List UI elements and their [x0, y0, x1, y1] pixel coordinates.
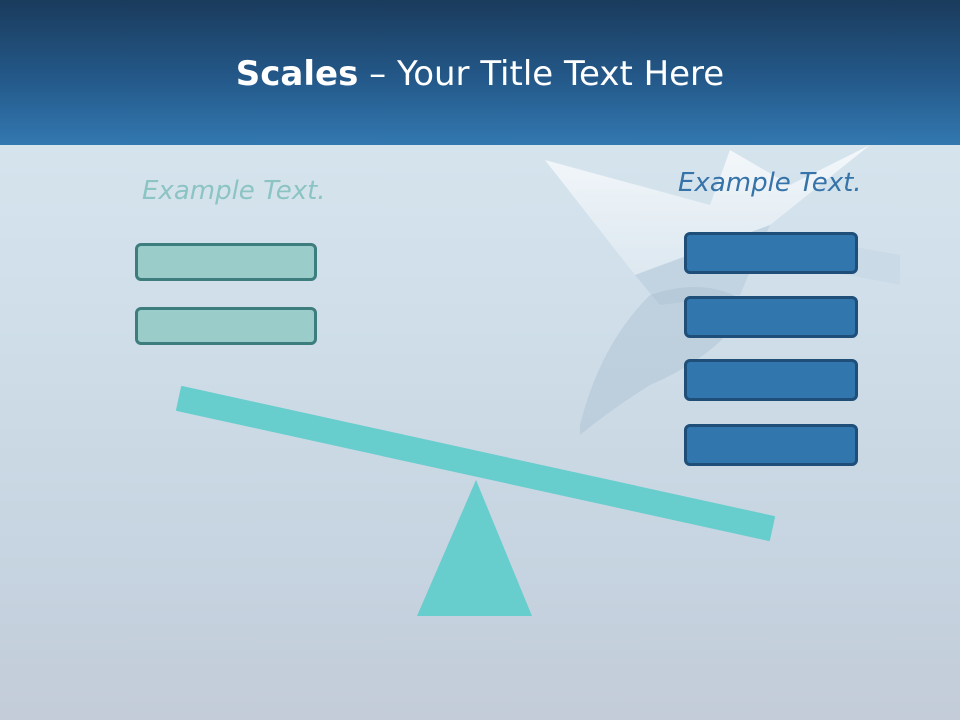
title-rest: – Your Title Text Here	[358, 54, 725, 94]
right-box[interactable]	[684, 424, 858, 466]
left-box[interactable]	[135, 243, 317, 281]
title-bold: Scales	[235, 54, 359, 94]
seesaw-fulcrum	[417, 480, 532, 616]
right-box[interactable]	[684, 359, 858, 401]
right-example-text: Example Text.	[678, 168, 862, 198]
slide-title: Scales – Your Title Text Here	[0, 52, 960, 96]
left-example-text: Example Text.	[142, 176, 326, 206]
left-box[interactable]	[135, 307, 317, 345]
right-box[interactable]	[684, 296, 858, 338]
right-box[interactable]	[684, 232, 858, 274]
title-bar: Scales – Your Title Text Here	[0, 0, 960, 145]
seesaw-beam	[176, 386, 775, 541]
